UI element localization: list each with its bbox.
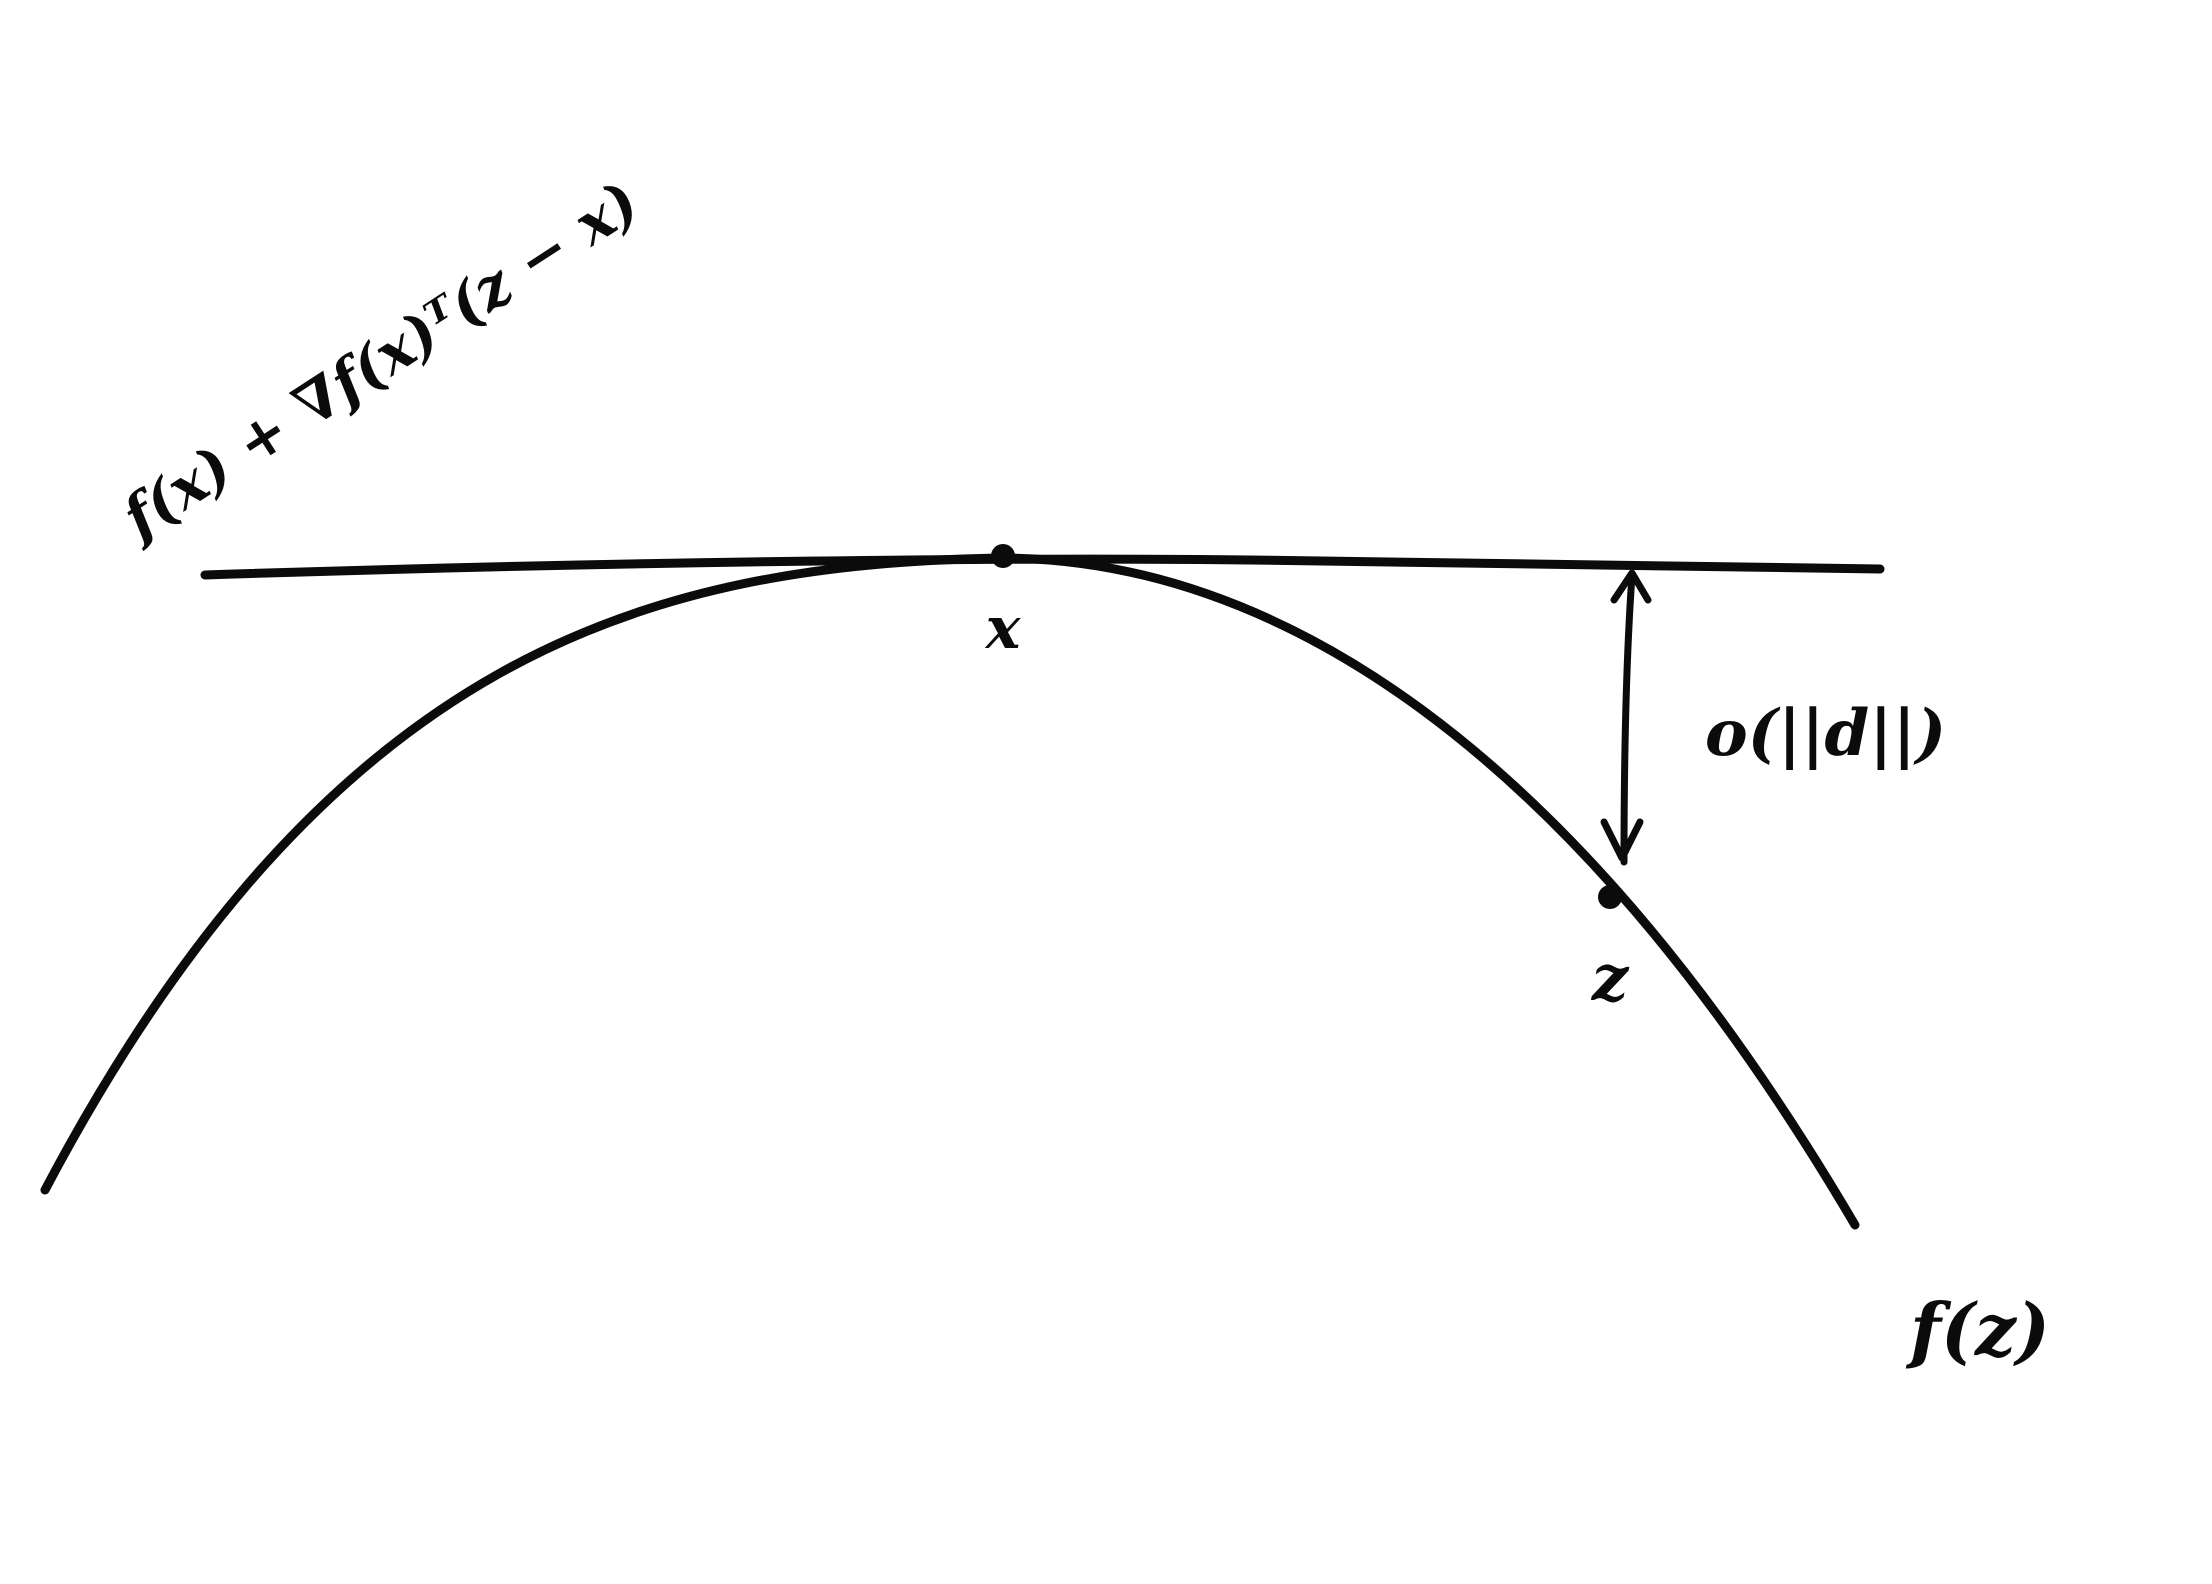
tangent-line	[200, 554, 1885, 580]
point-x-dot	[991, 544, 1015, 568]
curve-label: f(z)	[1905, 1287, 2050, 1372]
point-z-dot	[1598, 885, 1622, 909]
point-x-label: x	[984, 594, 1022, 662]
gap-arrow	[1600, 569, 1652, 866]
point-z-label: z	[1591, 941, 1630, 1016]
gap-arrow-shaft	[1620, 571, 1636, 866]
gap-label: o(||d||)	[1705, 696, 1946, 771]
gap-arrow-head-top	[1610, 569, 1652, 604]
function-curve	[40, 553, 1860, 1230]
tangent-label: f(x) + ∇f(x)ᵀ(z − x)	[107, 168, 651, 554]
gap-arrow-head-bottom	[1600, 818, 1644, 862]
